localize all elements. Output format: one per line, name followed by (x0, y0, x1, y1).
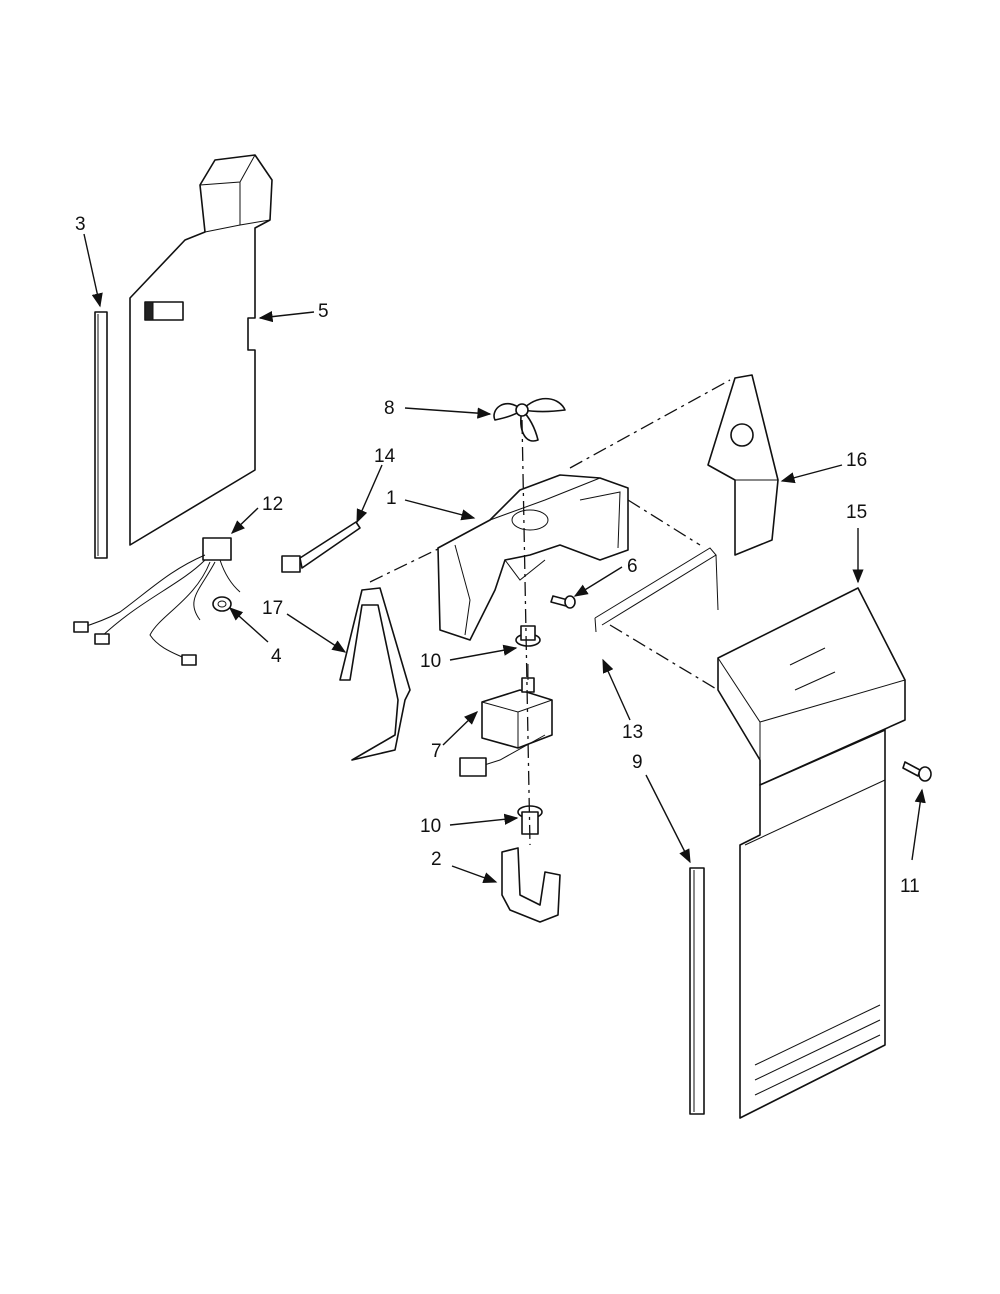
leader-lines (83, 233, 926, 883)
part-15-duct-panel (717, 587, 906, 1119)
part-10-grommet-upper (515, 625, 541, 647)
callout-15: 15 (846, 502, 867, 523)
callout-14: 14 (374, 446, 396, 467)
callout-5: 5 (318, 301, 329, 322)
part-8-fan-blade (493, 397, 566, 442)
part-14-cable-tie (281, 521, 361, 573)
part-3-gasket-strip (94, 311, 108, 559)
part-12-wire-harness (73, 537, 241, 666)
callout-4: 4 (271, 646, 282, 667)
callout-9: 9 (632, 752, 643, 773)
part-17-duct-seal-left (339, 587, 411, 761)
part-9-gasket-strip (689, 867, 705, 1115)
vent-slots (754, 1004, 881, 1096)
part-16-duct-seal-right (707, 374, 779, 556)
callout-12: 12 (262, 494, 283, 515)
callout-16: 16 (846, 450, 867, 471)
part-2-motor-bracket (501, 847, 561, 923)
callout-8: 8 (384, 398, 395, 419)
part-10-grommet-lower (517, 805, 543, 835)
part-13-wire-retainer (594, 547, 719, 633)
part-5-duct-panel (129, 154, 273, 546)
alignment-lines (369, 379, 731, 846)
callout-labels: 3 5 8 14 12 1 6 17 4 10 7 13 10 2 9 15 1… (75, 214, 920, 897)
part-1-fan-housing (437, 474, 629, 641)
callout-10-lower: 10 (420, 816, 441, 837)
callout-3: 3 (75, 214, 86, 235)
callout-1: 1 (386, 488, 397, 509)
callout-13: 13 (622, 722, 643, 743)
part-7-fan-motor (459, 664, 553, 777)
callout-17: 17 (262, 598, 283, 619)
callout-2: 2 (431, 849, 442, 870)
callout-7: 7 (431, 741, 442, 762)
callout-11: 11 (900, 876, 920, 897)
callout-6: 6 (627, 556, 638, 577)
part-11-screw (902, 761, 932, 782)
part-6-screw (550, 595, 576, 609)
part-4-grommet (212, 596, 232, 612)
callout-10-upper: 10 (420, 651, 441, 672)
